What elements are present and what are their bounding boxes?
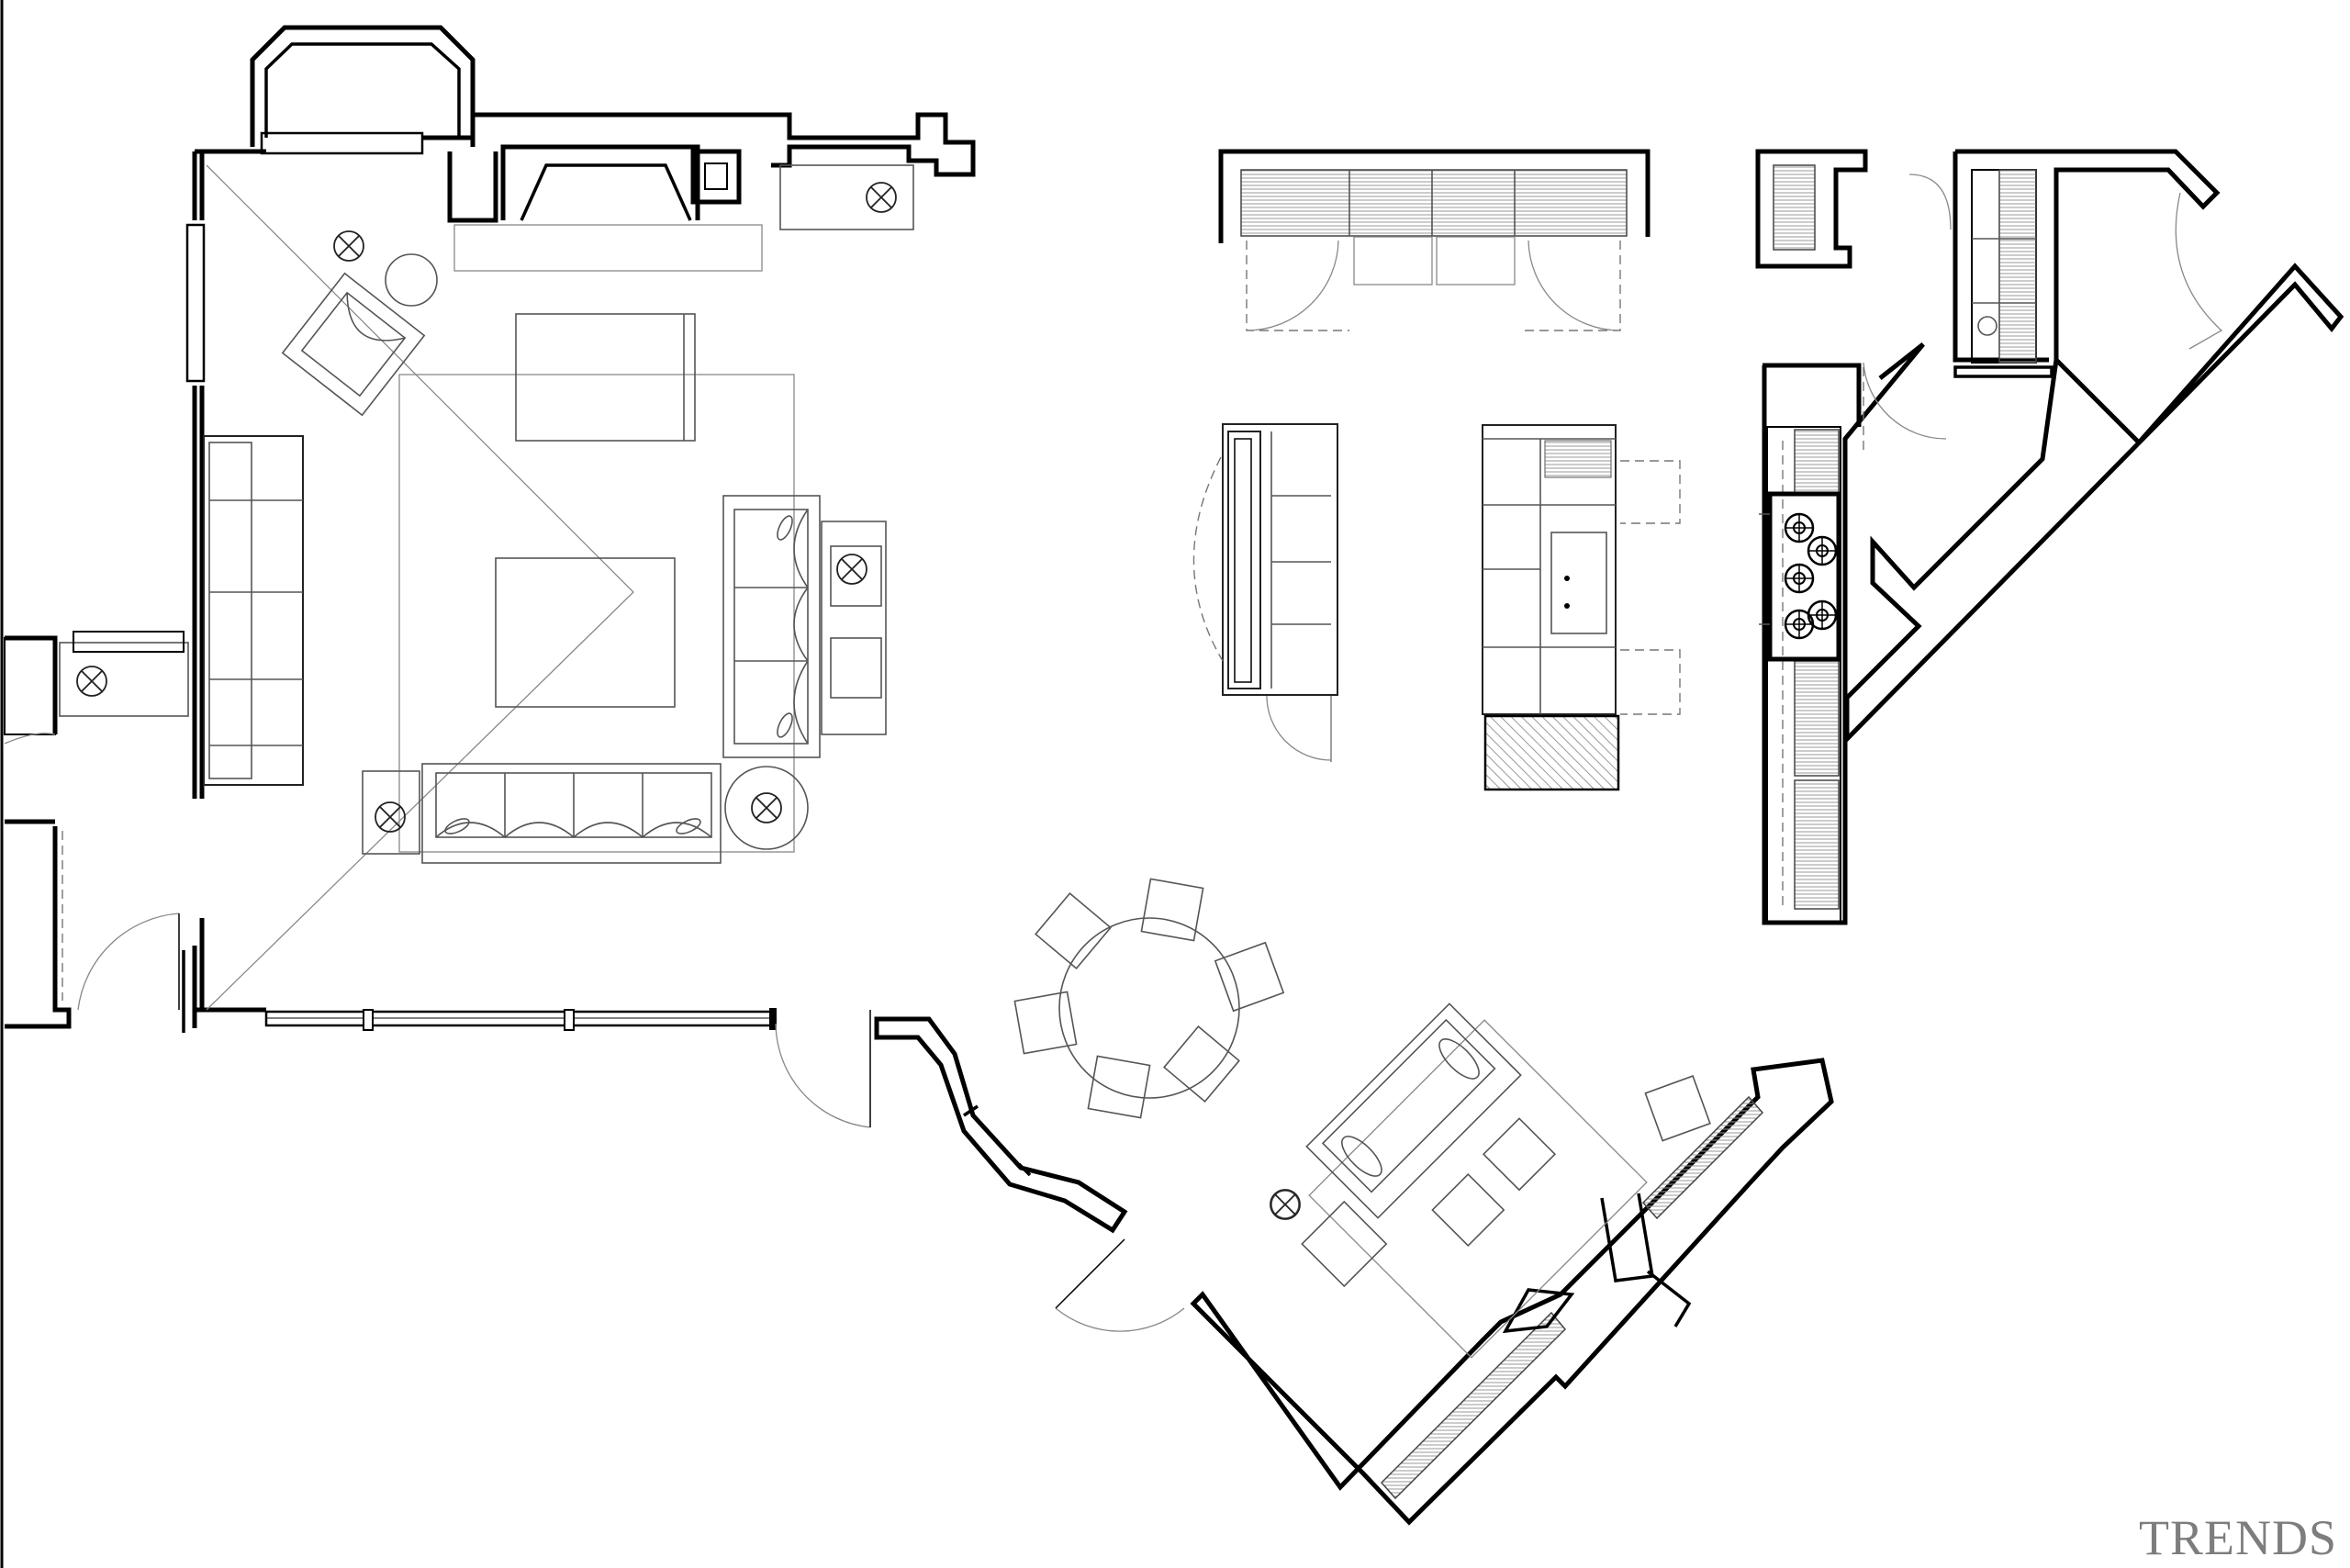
coffee-table <box>495 557 676 708</box>
side-table-east <box>821 521 887 735</box>
bench <box>515 313 696 442</box>
dining-table <box>1058 917 1240 1099</box>
banquette <box>1222 423 1338 696</box>
bay-window-alcove <box>250 25 476 147</box>
round-side-table <box>724 766 809 850</box>
sofa-east <box>722 495 821 758</box>
armchair <box>281 272 426 417</box>
tv-lounge <box>1190 1002 1834 1526</box>
fireplace-wall <box>447 144 700 223</box>
area-rug <box>398 374 795 853</box>
dining-area <box>775 878 1285 1332</box>
range <box>1767 491 1841 662</box>
trends-watermark: TRENDS <box>2138 1510 2337 1565</box>
room-diagonal <box>206 164 634 1011</box>
lounge-sofa <box>1305 1002 1522 1219</box>
kitchen <box>1192 149 2344 925</box>
bay-window-wall <box>874 1016 1128 1234</box>
entry-area <box>4 631 189 1033</box>
lounge-south-wall <box>1190 1058 1834 1526</box>
stove-burner-icon <box>1784 512 1815 543</box>
sofa-south <box>421 763 722 864</box>
pantry-wall <box>1755 149 1868 269</box>
range-wall <box>1762 342 1925 925</box>
built-in-sofa <box>203 435 304 786</box>
living-room <box>185 25 976 1031</box>
side-table-west <box>362 770 420 855</box>
island-sink <box>1550 532 1607 634</box>
living-room-west-wall <box>192 149 266 1028</box>
east-hall-wall <box>1844 149 2344 745</box>
lounge-rug <box>1308 1019 1648 1359</box>
round-ottoman <box>385 253 438 307</box>
kitchen-top-counter-wall <box>1218 149 1651 243</box>
